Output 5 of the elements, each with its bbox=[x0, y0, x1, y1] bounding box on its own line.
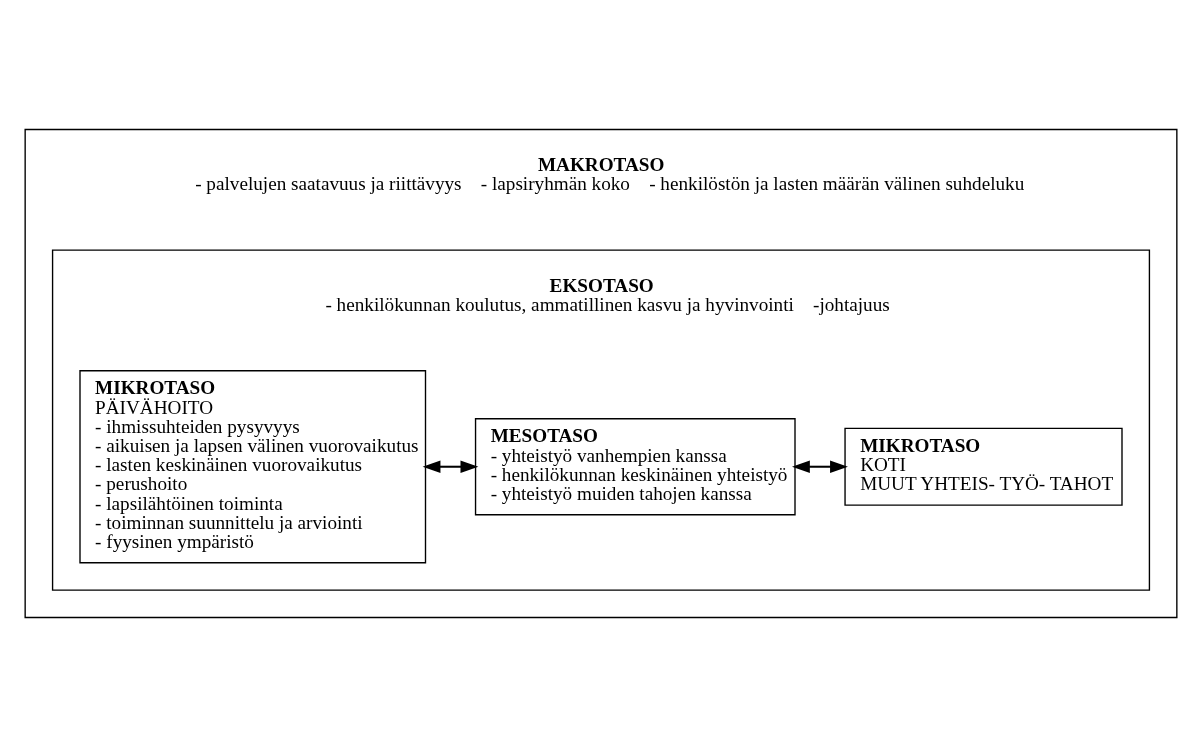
node-box: MIKROTASO KOTI MUUT YHTEIS- TYÖ- TAHOT bbox=[844, 427, 1123, 506]
node-box: MESOTASO - yhteistyö vanhempien kanssa - henkilökunnan keskinäinen yhteistyö - yhteistyö muiden tahojen kanssa bbox=[474, 418, 796, 516]
node-box: MIKROTASO PÄIVÄHOITO - ihmissuhteiden pysyvyys - aikuisen ja lapsen välinen vuorovaikutus - lasten keskinäinen vuorovaikutus - perushoito - lapsilähtöinen toiminta - toiminnan suunnittelu ja arviointi - fyysinen ympäristö bbox=[79, 370, 427, 564]
arrow bbox=[422, 460, 479, 473]
arrow bbox=[792, 460, 848, 473]
